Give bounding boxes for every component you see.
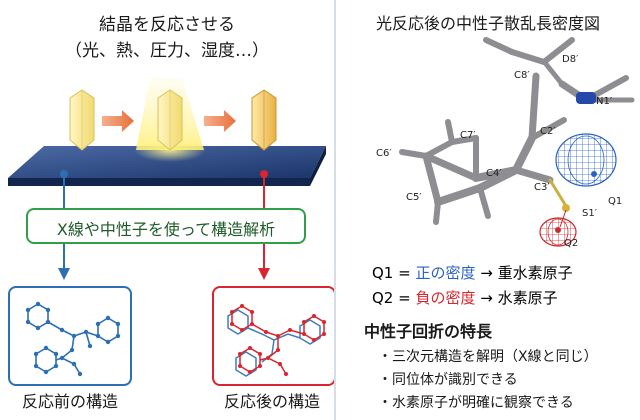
atom-label: C2′: [540, 126, 556, 137]
legend-prefix: Q2 =: [372, 289, 416, 307]
sulfur-atom: [562, 204, 570, 212]
analysis-label: X線や中性子を使って構造解析: [56, 220, 276, 239]
panel-divider: [334, 0, 336, 420]
legend-arrow: →: [475, 289, 498, 307]
analysis-box: X線や中性子を使って構造解析: [26, 208, 306, 244]
atom-label: C3′: [534, 182, 550, 193]
irradiated-crystal-icon: [157, 89, 183, 151]
feature-item: ・水素原子が明確に観察できる: [378, 395, 574, 411]
density-map-panel: 光反応後の中性子散乱長密度図: [336, 0, 640, 420]
feature-item: ・同位体が識別できる: [378, 372, 518, 388]
positive-density-mesh: [555, 133, 617, 187]
panel-title: 光反応後の中性子散乱長密度図: [375, 14, 600, 33]
s-h-bond: [559, 209, 567, 228]
legend-density: 正の密度: [415, 264, 476, 282]
atom-label: N1′: [596, 96, 613, 107]
crystal-reaction-panel: 結晶を反応させる （光、熱、圧力、湿度…）: [8, 15, 336, 411]
reaction-schematic: [8, 78, 326, 280]
substrate-slab: [8, 146, 326, 186]
legend-negative-density: Q2 = 負の密度 → 水素原子: [372, 287, 558, 308]
nitrogen-atom: [576, 92, 596, 104]
legend-result: 水素原子: [497, 289, 558, 307]
features-heading: 中性子回折の特長: [364, 322, 493, 341]
before-structure-card: [8, 286, 132, 386]
panel-title: 結晶を反応させる: [99, 15, 235, 35]
atom-label: C8′: [514, 70, 530, 81]
before-molecule-icon: [25, 301, 121, 377]
reaction-arrow-icon: [204, 110, 236, 132]
atom-label: Q2: [564, 238, 579, 249]
legend-result: 重水素原子: [497, 264, 573, 282]
molecule-density-render: [399, 37, 635, 247]
legend-density: 負の密度: [415, 289, 476, 307]
reacted-crystal-icon: [251, 89, 277, 151]
feature-item: ・三次元構造を解明（X線と同じ）: [378, 349, 598, 365]
panel-subtitle: （光、熱、圧力、湿度…）: [65, 41, 269, 61]
after-molecule-icon: [227, 304, 326, 377]
legend-arrow: →: [475, 264, 498, 282]
atom-label: C5′: [406, 192, 422, 203]
before-caption: 反応前の構造: [21, 392, 118, 411]
after-structure-card: [212, 286, 336, 386]
atom-label: S1′: [582, 208, 597, 219]
molecule-bonds: [399, 37, 635, 225]
legend-prefix: Q1 =: [372, 264, 416, 282]
atom-label: Q1: [608, 196, 623, 207]
atom-label: C4′: [486, 168, 502, 179]
atom-label: D8′: [562, 54, 579, 65]
reaction-arrow-icon: [102, 110, 134, 132]
after-caption: 反応後の構造: [223, 392, 320, 411]
atom-label: C6′: [376, 148, 392, 159]
crystal-icon: [69, 89, 95, 151]
legend-positive-density: Q1 = 正の密度 → 重水素原子: [372, 262, 573, 283]
negative-density-mesh: [539, 217, 577, 247]
atom-label: C7′: [460, 130, 476, 141]
